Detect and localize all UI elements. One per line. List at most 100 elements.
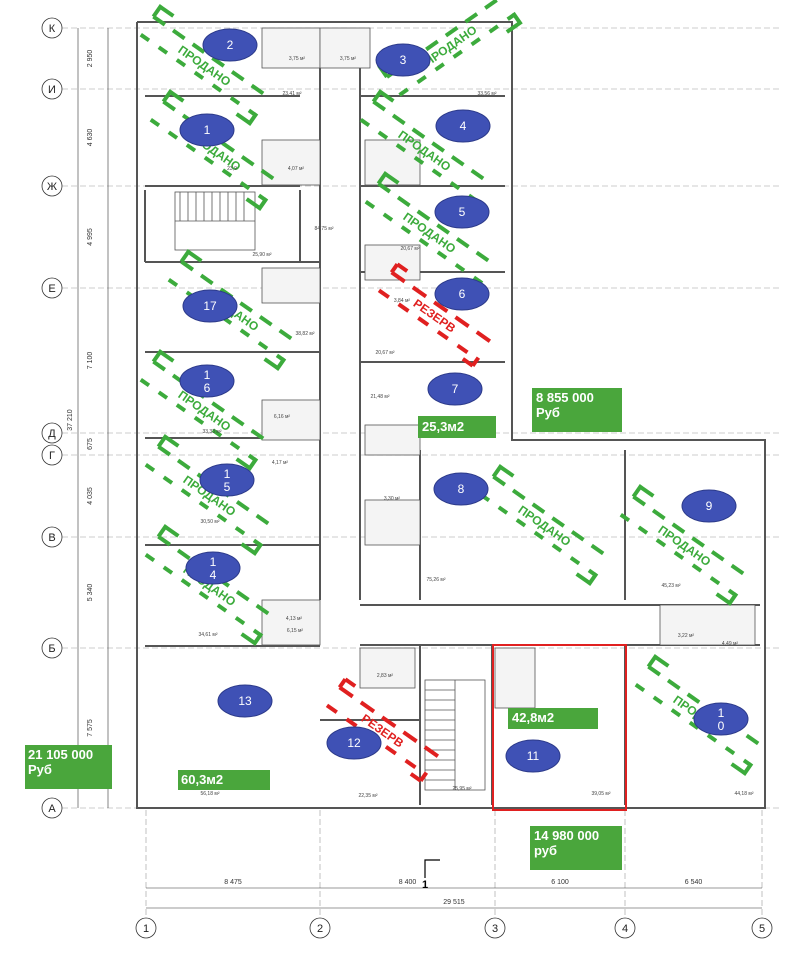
area-value: 25,3м2: [422, 419, 465, 434]
room-area: 6,15 м²: [287, 628, 304, 634]
unit-marker: [199, 463, 255, 497]
row-axis-label: Д: [48, 428, 56, 440]
room-area: 33,56 м²: [477, 91, 496, 97]
room-area: 84,75 м²: [314, 226, 333, 232]
stairs: [174, 191, 486, 791]
unit-marker: [217, 684, 273, 718]
unit-marker: [185, 551, 241, 585]
unit-number: 6: [459, 287, 466, 301]
unit-number: 9: [706, 499, 713, 513]
unit-number: 5: [459, 205, 466, 219]
room-area: 4,49 м²: [722, 641, 739, 647]
unit-marker: [433, 472, 489, 506]
row-span-dim: 4 035: [87, 487, 94, 505]
room-area: 44,18 м²: [734, 791, 753, 797]
room-area: 2,83 м²: [377, 673, 394, 679]
unit-number: 8: [458, 482, 465, 496]
row-axis-label: В: [48, 532, 55, 544]
room-area: 3,75 м²: [289, 56, 306, 62]
room-area: 23,9: [227, 166, 237, 172]
col-span-dim: 6 100: [551, 879, 569, 886]
row-axis-bubble: [41, 526, 63, 548]
room-area: 30,50 м²: [200, 519, 219, 525]
row-span-dim: 5 340: [87, 584, 94, 602]
col-span-dim: 8 400: [399, 879, 417, 886]
unit-number: 7: [452, 382, 459, 396]
col-span-dim: 6 540: [685, 879, 703, 886]
room-area: 39,05 м²: [591, 791, 610, 797]
row-axis-bubble: [41, 444, 63, 466]
room-area: 38,82 м²: [295, 331, 314, 337]
row-axis-label: Е: [48, 283, 55, 295]
row-span-dim: 4 630: [87, 129, 94, 147]
unit-marker: [202, 28, 258, 62]
unit-number: 2: [227, 38, 234, 52]
col-axis-label: 2: [317, 923, 323, 935]
col-axis-label: 1: [143, 923, 149, 935]
area-box-lot-7: 25,3м2: [418, 416, 496, 438]
unit-marker: [693, 702, 749, 736]
col-axis-bubble: [484, 917, 506, 939]
room-area: 3,30 м²: [384, 496, 401, 502]
unit-number: 1: [204, 123, 211, 137]
row-axis-bubble: [41, 277, 63, 299]
sold-stamp: ПРОДАНО: [479, 464, 610, 586]
row-axis-label: Г: [49, 450, 55, 462]
unit-marker: [434, 277, 490, 311]
unit-marker: [427, 372, 483, 406]
unit-marker: [179, 364, 235, 398]
col-axis-bubble: [309, 917, 331, 939]
row-span-dim: 2 950: [87, 50, 94, 68]
price-value: 21 105 000: [28, 747, 94, 762]
price-box-lot-7: 8 855 000 Руб: [532, 388, 622, 432]
price-box-lot-11: 14 980 000 руб: [530, 826, 622, 870]
unit-number: 17: [203, 299, 217, 313]
row-axis-label: Ж: [47, 181, 57, 193]
sold-stamp: ПРОДАНО: [139, 4, 270, 126]
room-area: 3,75 м²: [340, 56, 357, 62]
row-axis-bubble: [41, 797, 63, 819]
price-currency: Руб: [536, 405, 560, 420]
room-area: 34,61 м²: [198, 632, 217, 638]
unit-marker: [375, 43, 431, 77]
row-axis-bubble: [41, 78, 63, 100]
unit-marker: [179, 113, 235, 147]
room-area: 21,48 м²: [370, 394, 389, 400]
room-area: 56,18 м²: [200, 791, 219, 797]
col-span-dim: 8 475: [224, 879, 242, 886]
unit-marker: [326, 726, 382, 760]
col-total-dim: 29 515: [443, 899, 465, 906]
unit-number: 4: [460, 119, 467, 133]
row-total-dim: 37 210: [67, 409, 74, 431]
price-value: 8 855 000: [536, 390, 594, 405]
room-area: 25,90 м²: [252, 252, 271, 258]
area-box-lot-11: 42,8м2: [508, 708, 598, 729]
room-area: 45,23 м²: [661, 583, 680, 589]
room-area: 33,33 м²: [202, 429, 221, 435]
unit-number: 3: [400, 53, 407, 67]
area-value: 42,8м2: [512, 710, 555, 725]
room-area: 23,41 м²: [282, 91, 301, 97]
room-area: 22,35 м²: [358, 793, 377, 799]
unit-marker: [681, 489, 737, 523]
row-span-dim: 4 995: [87, 228, 94, 246]
room-area: 6,16 м²: [274, 414, 291, 420]
area-value: 60,3м2: [181, 772, 224, 787]
room-area: 3,22 м²: [678, 633, 695, 639]
col-axis-label: 5: [759, 923, 765, 935]
col-axis-bubble: [751, 917, 773, 939]
unit-marker: [435, 109, 491, 143]
col-axis-label: 3: [492, 923, 498, 935]
row-axis-label: К: [49, 23, 56, 35]
room-area: 4,13 м²: [286, 616, 303, 622]
price-box-lot-13: 21 105 000 Руб: [25, 745, 112, 789]
row-axis-label: Б: [48, 643, 55, 655]
unit-marker: [182, 289, 238, 323]
col-axis-bubble: [135, 917, 157, 939]
